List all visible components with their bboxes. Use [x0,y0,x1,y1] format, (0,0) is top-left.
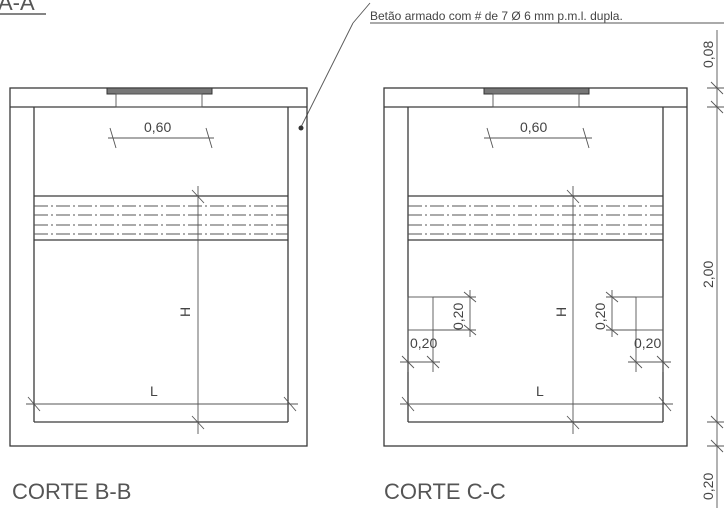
opening-dim-cc: 0,60 [520,119,547,135]
pipe-right-height: 0,20 [592,303,608,330]
opening-dim-bb: 0,60 [144,119,171,135]
side-dimension-chain: 0,08 2,00 0,20 [700,30,724,508]
material-note: Betão armado com # de 7 Ø 6 mm p.m.l. du… [298,2,724,131]
side-dim-top: 0,08 [700,41,716,68]
section-cc: 0,60 H L 0,20 0,20 [383,87,688,504]
section-bb: 0,60 H L CORTE B-B [9,87,308,504]
section-cc-title: CORTE C-C [384,479,506,504]
length-label-bb: L [150,383,158,399]
cover-hatch [106,87,213,95]
opening-frame [115,93,203,108]
pipe-right-width: 0,20 [634,335,661,351]
leader-dot [298,125,304,131]
height-label-bb: H [177,307,193,317]
side-dim-middle: 2,00 [700,261,716,288]
side-dim-bottom: 0,20 [700,473,716,500]
material-note-text: Betão armado com # de 7 Ø 6 mm p.m.l. du… [370,9,623,23]
pipe-opening-left: 0,20 0,20 [400,290,477,372]
length-label-cc: L [536,383,544,399]
header-fragment: A-A [0,0,46,15]
pipe-left-height: 0,20 [450,303,466,330]
cover-hatch [483,87,590,95]
height-label-cc: H [553,307,569,317]
pipe-left-width: 0,20 [410,335,437,351]
section-bb-title: CORTE B-B [12,479,131,504]
opening-frame [492,93,580,108]
header-fragment-text: A-A [0,0,35,15]
pipe-opening-right: 0,20 0,20 [592,290,671,372]
